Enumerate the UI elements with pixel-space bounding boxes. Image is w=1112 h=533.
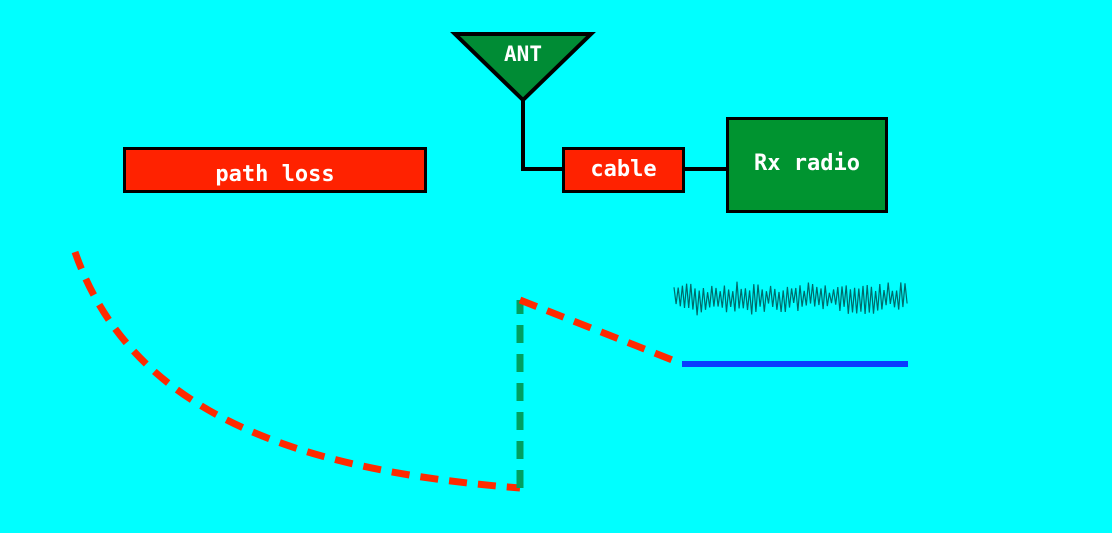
rx-radio-box: Rx radio: [726, 117, 888, 213]
rx-radio-label: Rx radio: [754, 150, 860, 176]
noise-floor-waveform: [673, 281, 908, 316]
antenna-feed-line: [521, 100, 563, 171]
cable-label: cable: [590, 156, 657, 182]
path-loss-curve: [71, 250, 521, 492]
antenna-label: ANT: [504, 42, 542, 66]
path-loss-label: path loss: [215, 161, 335, 187]
cable-loss-slope: [518, 296, 682, 367]
antenna-icon: [450, 32, 596, 103]
cable-box: cable: [562, 147, 685, 193]
path-loss-box: path loss: [123, 147, 427, 193]
